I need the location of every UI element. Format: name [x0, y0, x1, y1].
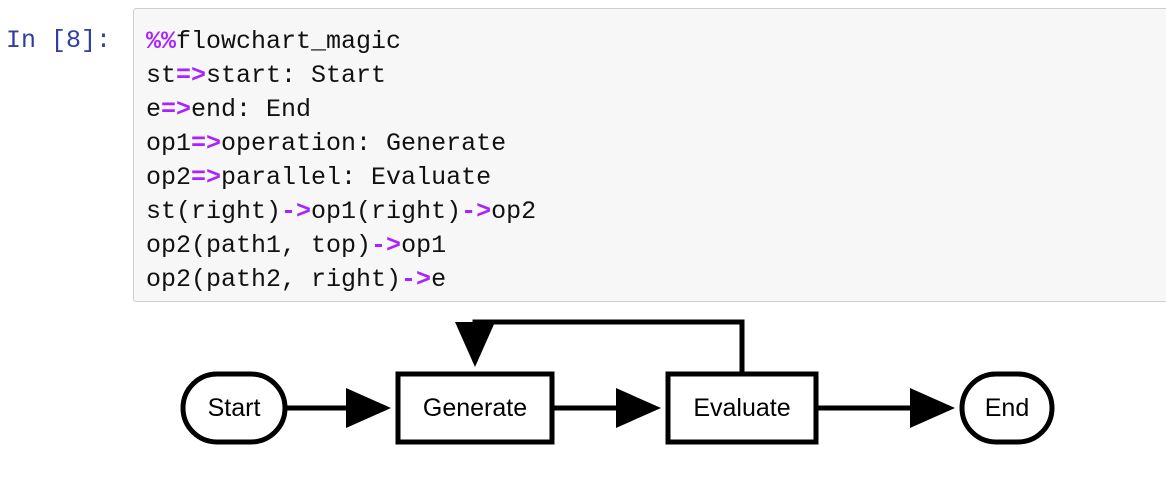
- code-line: st(right)->op1(right)->op2: [146, 195, 536, 229]
- code-line: op2(path2, right)->e: [146, 263, 536, 297]
- code-operator: =>: [161, 95, 192, 124]
- code-token: op1(right): [311, 197, 462, 226]
- code-operator: ->: [461, 197, 492, 226]
- code-token: parallel: Evaluate: [221, 163, 492, 192]
- code-line: st=>start: Start: [146, 59, 536, 93]
- code-token: flowchart_magic: [176, 27, 402, 56]
- edge-evaluate-generate-loop: [455, 319, 745, 374]
- code-token: e: [146, 95, 162, 124]
- end-node: [959, 371, 1055, 445]
- code-token: op2(path1, top): [146, 231, 372, 260]
- code-line: op2(path1, top)->op1: [146, 229, 536, 263]
- code-token: op1: [401, 231, 447, 260]
- code-token: operation: Generate: [221, 129, 507, 158]
- code-operator: ->: [401, 265, 432, 294]
- code-token: st(right): [146, 197, 282, 226]
- evaluate-node-label: Evaluate: [693, 394, 790, 422]
- code-token: op2: [491, 197, 537, 226]
- code-token: start: Start: [206, 61, 387, 90]
- code-operator: =>: [191, 163, 222, 192]
- code-line: op1=>operation: Generate: [146, 127, 536, 161]
- code-token: op2: [146, 163, 192, 192]
- cell-output: Start Generate Evaluate End: [0, 310, 1166, 490]
- generate-node-label: Generate: [423, 394, 527, 422]
- code-token: op2(path2, right): [146, 265, 402, 294]
- code-line: op2=>parallel: Evaluate: [146, 161, 536, 195]
- code-token: st: [146, 61, 177, 90]
- code-operator: ->: [281, 197, 312, 226]
- generate-node: [395, 371, 555, 445]
- code-line: e=>end: End: [146, 93, 536, 127]
- start-node-label: Start: [208, 394, 261, 422]
- code-magic: %%: [146, 27, 177, 56]
- code-token: op1: [146, 129, 192, 158]
- code-token: e: [431, 265, 447, 294]
- code-operator: ->: [371, 231, 402, 260]
- input-prompt: In [8]:: [6, 26, 112, 55]
- flowchart-diagram: Start Generate Evaluate End: [180, 319, 1055, 445]
- code-operator: =>: [191, 129, 222, 158]
- end-node-label: End: [985, 394, 1029, 422]
- code-operator: =>: [176, 61, 207, 90]
- code-token: end: End: [191, 95, 312, 124]
- code-line: %%flowchart_magic: [146, 25, 536, 59]
